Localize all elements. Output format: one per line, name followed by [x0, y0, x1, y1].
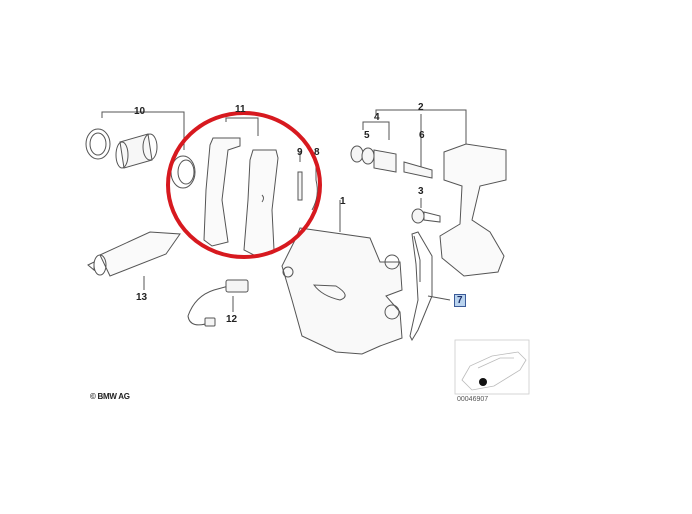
- callout-2: 2: [418, 102, 424, 113]
- seal-ring: [85, 128, 111, 160]
- copyright: © BMW AG: [90, 392, 130, 401]
- callout-12: 12: [226, 314, 238, 325]
- callout-6: 6: [419, 130, 425, 141]
- callout-11: 11: [235, 104, 246, 115]
- callout-5: 5: [364, 130, 370, 141]
- car-thumbnail: [454, 339, 530, 395]
- leader-10: [101, 111, 185, 150]
- callout-4: 4: [374, 112, 380, 123]
- callout-1: 1: [340, 196, 346, 207]
- callout-13: 13: [136, 292, 148, 303]
- location-marker: [479, 378, 487, 386]
- callout-9: 9: [297, 147, 303, 158]
- leader-11: [225, 117, 259, 136]
- callout-3: 3: [418, 186, 424, 197]
- callout-8: 8: [314, 147, 320, 158]
- callout-10: 10: [134, 106, 146, 117]
- catalog-number: 00046907: [457, 396, 489, 403]
- highlight-circle: [166, 111, 322, 259]
- leader-7: [427, 295, 451, 301]
- callout-7-highlighted[interactable]: 7: [454, 294, 466, 307]
